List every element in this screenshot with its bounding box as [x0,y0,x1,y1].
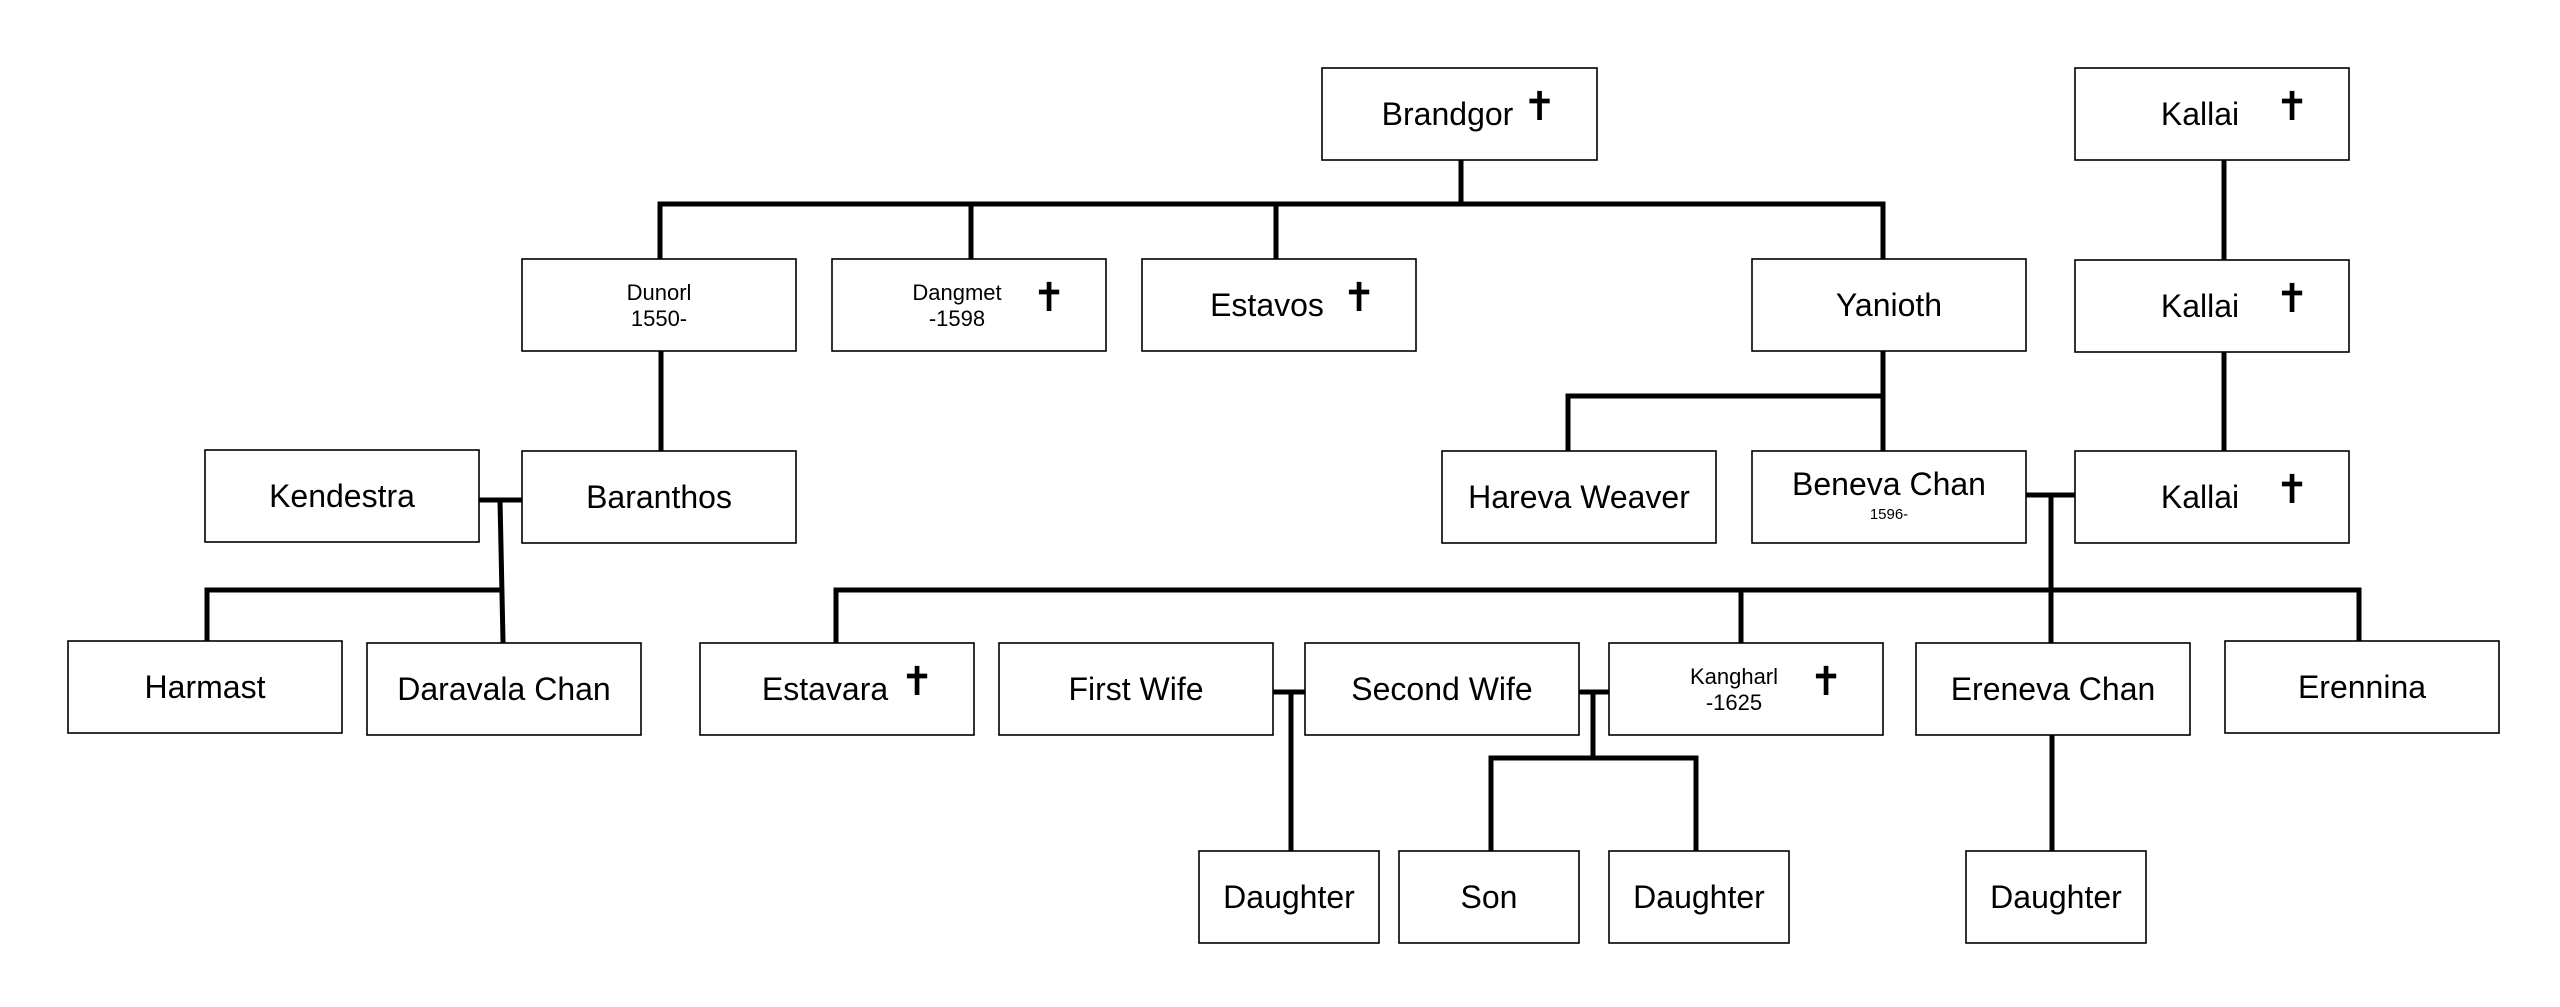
person-box-estavos[interactable]: Estavos ✝ [1141,258,1417,352]
person-name: Kallai [2161,479,2239,515]
person-box-kangharl[interactable]: Kangharl-1625 ✝ [1608,642,1884,736]
connector-yanioth-children [1565,349,1886,453]
person-name: Erennina [2298,669,2426,705]
person-name: Daravala Chan [397,671,610,707]
person-nodes: Brandgor✝Kallai✝Dunorl1550-Dangmet-1598✝… [67,67,2500,944]
person-name: Kendestra [269,478,415,514]
person-name: Baranthos [586,479,732,515]
person-box-frame [2074,259,2350,353]
person-box-frame [1398,850,1580,944]
person-box-frame [1441,450,1717,544]
connector-baranthos-couple [204,497,525,644]
person-box-yanioth[interactable]: Yanioth [1751,258,2027,352]
person-name: Estavos [1210,287,1324,323]
person-box-baranthos[interactable]: Baranthos [521,450,797,544]
person-box-frame [1198,850,1380,944]
person-name: Son [1461,879,1518,915]
person-box-kendestra[interactable]: Kendestra [204,449,480,543]
person-box-first-wife[interactable]: First Wife [998,642,1274,736]
person-box-frame [2074,450,2350,544]
person-box-kallai-3[interactable]: Kallai ✝ [2074,450,2350,544]
deceased-cross-icon: ✝ [1523,85,1557,129]
person-box-second-wife[interactable]: Second Wife [1304,642,1580,736]
person-box-daughter-1[interactable]: Daughter [1198,850,1380,944]
person-box-frame [1321,67,1598,161]
connectors [204,157,2362,854]
deceased-cross-icon: ✝ [2275,85,2309,129]
person-box-daughter-2[interactable]: Daughter [1608,850,1790,944]
deceased-cross-icon: ✝ [1032,276,1066,320]
person-box-harmast[interactable]: Harmast [67,640,343,734]
person-box-frame [699,642,975,736]
person-dates: -1625 [1706,690,1762,715]
person-box-frame [2224,640,2500,734]
person-box-ereneva-chan[interactable]: Ereneva Chan [1915,642,2191,736]
person-name: Kallai [2161,288,2239,324]
person-box-frame [1751,450,2027,544]
person-box-frame [1608,850,1790,944]
person-box-frame [1915,642,2191,736]
person-box-daughter-3[interactable]: Daughter [1965,850,2147,944]
person-dates: 1596- [1870,506,1908,523]
person-box-son-1[interactable]: Son [1398,850,1580,944]
deceased-cross-icon: ✝ [1342,276,1376,320]
person-box-frame [2074,67,2350,161]
person-name: Hareva Weaver [1468,479,1690,515]
person-name: Brandgor [1382,96,1514,132]
person-name: Daughter [1633,879,1765,915]
deceased-cross-icon: ✝ [2275,468,2309,512]
person-box-frame [204,449,480,543]
deceased-cross-icon: ✝ [2275,277,2309,321]
person-box-frame [998,642,1274,736]
connector-second-wife-couple [1488,689,1699,854]
person-box-frame [1751,258,2027,352]
person-name: Beneva Chan [1792,466,1986,502]
person-dates: 1550- [631,306,687,331]
person-name: First Wife [1068,671,1203,707]
person-box-frame [831,258,1107,352]
person-box-frame [521,450,797,544]
person-box-brandgor[interactable]: Brandgor✝ [1321,67,1598,161]
person-box-beneva-chan[interactable]: Beneva Chan 1596- [1751,450,2027,544]
person-box-frame [521,258,797,352]
person-box-estavara[interactable]: Estavara ✝ [699,642,975,736]
deceased-cross-icon: ✝ [900,660,934,704]
person-name: Kangharl [1690,664,1778,689]
person-box-frame [1608,642,1884,736]
person-box-kallai-2[interactable]: Kallai ✝ [2074,259,2350,353]
person-box-frame [1141,258,1417,352]
person-box-frame [1965,850,2147,944]
person-box-kallai-1[interactable]: Kallai ✝ [2074,67,2350,161]
person-box-dangmet[interactable]: Dangmet-1598 ✝ [831,258,1107,352]
person-box-hareva-weaver[interactable]: Hareva Weaver [1441,450,1717,544]
person-name: Daughter [1990,879,2122,915]
person-box-frame [67,640,343,734]
connector-beneva-couple [833,492,2362,644]
person-box-erennina[interactable]: Erennina [2224,640,2500,734]
person-name: Kallai [2161,96,2239,132]
connector-brandgor-children [657,157,1886,261]
person-box-daravala-chan[interactable]: Daravala Chan [366,642,642,736]
connector-first-wife-couple [1270,689,1309,854]
deceased-cross-icon: ✝ [1809,660,1843,704]
person-box-frame [1304,642,1580,736]
person-dates: -1598 [929,306,985,331]
person-name: Harmast [145,669,266,705]
person-name: Dunorl [627,280,692,305]
person-name: Second Wife [1351,671,1532,707]
person-name: Yanioth [1836,287,1942,323]
person-name: Daughter [1223,879,1355,915]
person-name: Estavara [762,671,888,707]
person-name: Dangmet [912,280,1001,305]
person-box-frame [366,642,642,736]
person-name: Ereneva Chan [1951,671,2156,707]
